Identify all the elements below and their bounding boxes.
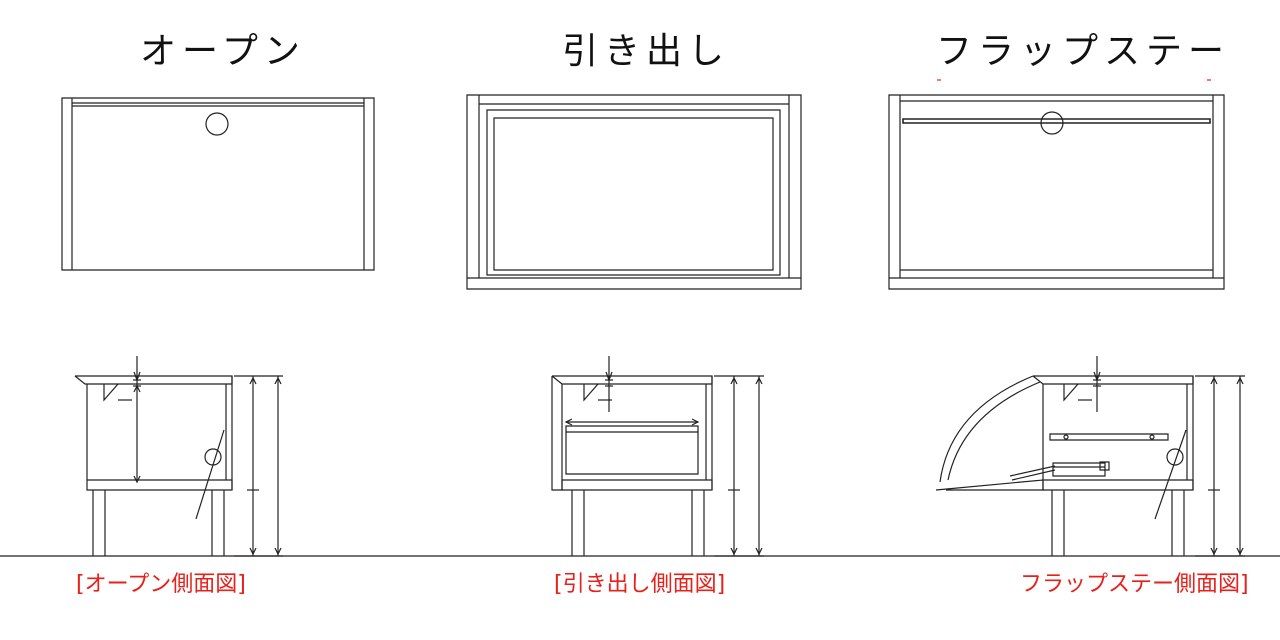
- grommet-hole-open: [206, 113, 228, 135]
- grommet-hole-flap: [1041, 112, 1063, 134]
- drawer-front-panel: [487, 110, 780, 275]
- flap-swing-arc: [940, 376, 1033, 482]
- flap-stay-rail: [1050, 434, 1168, 440]
- front-view-open: [62, 98, 374, 270]
- front-drawer-outline: [467, 95, 801, 289]
- front-view-drawer: [467, 95, 801, 289]
- title-open: オープン: [140, 31, 306, 72]
- caption-flap-side-view: フラップステー側面図]: [1020, 572, 1249, 597]
- front-open-outline: [62, 98, 374, 270]
- side-view-drawer: [552, 356, 764, 556]
- drawer-box: [566, 426, 698, 474]
- front-view-flap: [889, 80, 1224, 289]
- flap-stay-mechanism: [1053, 463, 1105, 476]
- cable-hole-open: [205, 449, 221, 465]
- title-flap-stay: フラップステー: [936, 31, 1231, 72]
- caption-open-side-view: [オープン側面図]: [76, 572, 246, 597]
- caption-drawer-side-view: [引き出し側面図]: [554, 572, 726, 597]
- side-view-open: [75, 356, 283, 556]
- flap-hinge-bar: [903, 119, 1210, 123]
- title-drawer: 引き出し: [562, 31, 731, 72]
- front-flap-outline: [889, 95, 1224, 289]
- side-view-flap: [936, 356, 1245, 556]
- cable-hole-flap: [1167, 449, 1183, 465]
